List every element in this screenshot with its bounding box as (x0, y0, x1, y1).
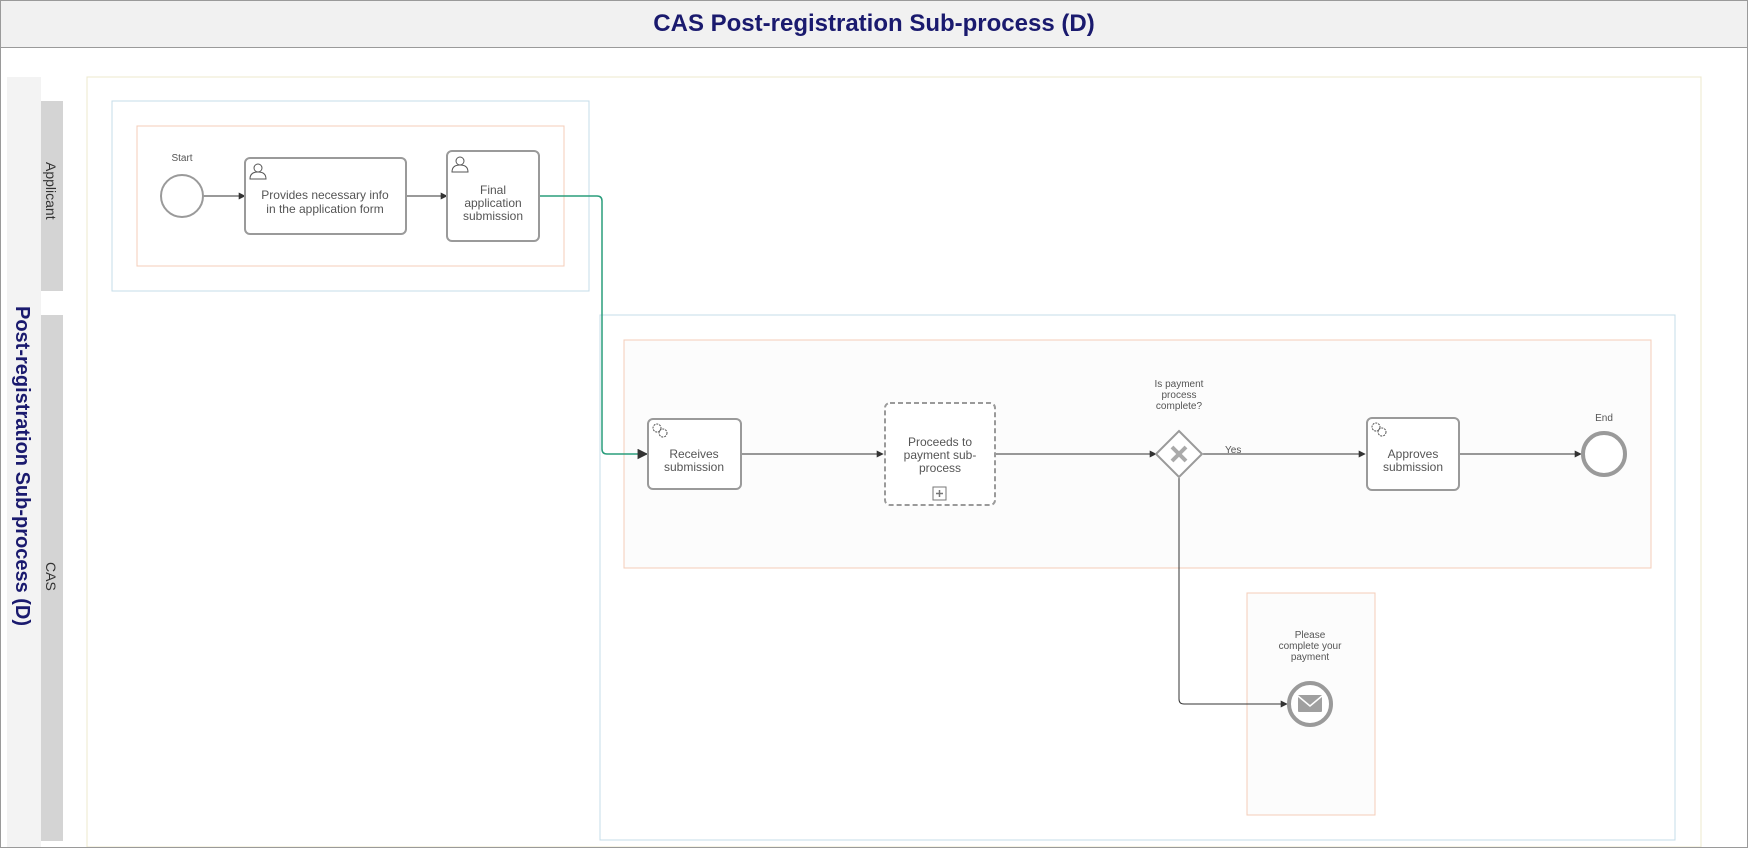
gateway-payment-complete[interactable] (1154, 429, 1204, 479)
pool-label: Post-registration Sub-process (D) (11, 306, 33, 626)
task-provides-info[interactable]: Provides necessary info in the applicati… (244, 157, 407, 235)
lane-header-cas (41, 315, 63, 841)
user-icon (451, 156, 469, 173)
message-event[interactable] (1287, 681, 1333, 727)
edge-final-to-receives (539, 195, 649, 460)
user-icon (249, 163, 267, 180)
subprocess-line1: Proceeds to (908, 435, 972, 449)
gateway-label-line3: complete? (1156, 401, 1203, 412)
page-title: CAS Post-registration Sub-process (D) (653, 10, 1095, 37)
task-final-line1: Final (480, 183, 506, 197)
task-approves-submission[interactable]: Approves submission (1366, 417, 1460, 491)
gateway-label-line2: process (1161, 390, 1196, 401)
task-provides-info-line2: in the application form (266, 202, 383, 216)
edge-gateway-to-message (1178, 477, 1288, 708)
message-label-line2: complete your (1279, 641, 1342, 652)
end-label: End (1595, 413, 1613, 424)
end-event[interactable] (1581, 431, 1627, 477)
task-provides-info-line1: Provides necessary info (261, 188, 389, 202)
plus-icon (932, 486, 947, 501)
gear-icon (652, 423, 668, 438)
lane-label-applicant: Applicant (43, 162, 59, 220)
pool-header (7, 77, 41, 847)
task-final-submission[interactable]: Final application submission (446, 150, 540, 242)
task-receives-line1: Receives (669, 447, 718, 461)
x-icon (1170, 445, 1188, 463)
lane-header-applicant (41, 101, 63, 291)
gateway-label-line1: Is payment (1155, 379, 1204, 390)
start-label: Start (171, 153, 192, 164)
envelope-icon (1297, 695, 1323, 712)
message-label-line1: Please (1295, 630, 1326, 641)
gear-icon (1371, 422, 1387, 437)
lane-label-cas: CAS (43, 562, 59, 591)
subprocess-proceeds-payment[interactable]: Proceeds to payment sub- process (884, 402, 996, 506)
subprocess-line2: payment sub- (904, 448, 977, 462)
edge-label-yes: Yes (1225, 445, 1241, 456)
task-approves-line1: Approves (1388, 447, 1439, 461)
task-receives-line2: submission (664, 460, 724, 474)
subprocess-line3: process (919, 461, 961, 475)
outer-container (86, 76, 1702, 847)
task-final-line3: submission (463, 209, 523, 223)
title-bar: CAS Post-registration Sub-process (D) (1, 1, 1747, 48)
task-receives-submission[interactable]: Receives submission (647, 418, 742, 490)
message-label-line3: payment (1291, 652, 1330, 663)
cas-group (599, 314, 1676, 841)
start-event[interactable] (160, 174, 204, 218)
task-approves-line2: submission (1383, 460, 1443, 474)
task-final-line2: application (464, 196, 521, 210)
